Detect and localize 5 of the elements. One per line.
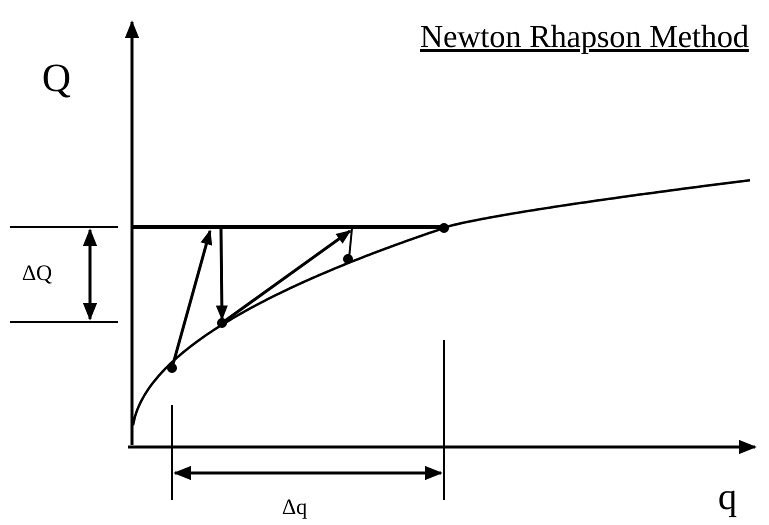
- title: Newton Rhapson Method: [420, 20, 749, 52]
- dimension-label: ΔQ: [22, 262, 52, 284]
- axis-label: q: [718, 478, 737, 516]
- axis-label: Q: [42, 58, 71, 98]
- dimension-label: Δq: [282, 496, 308, 518]
